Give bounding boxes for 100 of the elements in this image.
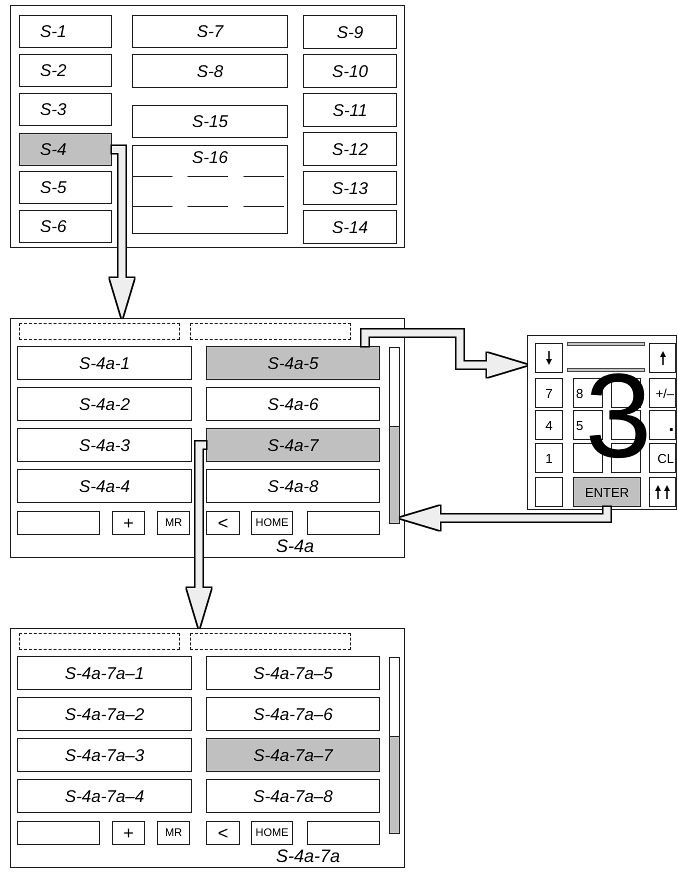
- button-label: MR: [164, 828, 182, 838]
- button-label: S-7: [196, 23, 224, 40]
- button-label: S-9: [336, 24, 364, 40]
- menu-button: [206, 387, 380, 421]
- keypad-key: [535, 477, 563, 507]
- screen-label: S-4a-7a: [276, 847, 340, 865]
- menu-button: [206, 697, 380, 731]
- scrollbar: [389, 347, 400, 524]
- menu-button: [303, 210, 397, 244]
- keypad-key: [535, 343, 563, 373]
- button-label: HOME: [256, 518, 288, 528]
- button-label: S-8: [196, 62, 224, 80]
- button-label: S-4a-6: [267, 396, 319, 412]
- block-arrow: [187, 442, 211, 628]
- keypad-key: [649, 410, 676, 440]
- menu-button: [132, 54, 288, 88]
- screen-panel: [10, 318, 405, 558]
- button-label: S-10: [332, 62, 368, 80]
- button-label: S-4a-7a–1: [64, 664, 144, 682]
- small-button: [112, 821, 145, 845]
- button-label: S-14: [332, 218, 368, 236]
- menu-button: [19, 15, 112, 48]
- menu-button: [206, 346, 380, 380]
- button-label: S-4: [40, 141, 66, 158]
- button-label: +: [123, 514, 134, 532]
- menu-button: [19, 210, 112, 243]
- menu-button: [303, 54, 397, 88]
- button-label: HOME: [256, 828, 288, 838]
- keypad-key: [649, 443, 676, 473]
- button-label: S-4a-3: [78, 436, 130, 454]
- button-label: S-4a-7a–5: [253, 664, 333, 682]
- button-label: MR: [164, 518, 182, 528]
- menu-button: [17, 779, 192, 813]
- keypad-key: [649, 477, 676, 507]
- button-label: S-15: [192, 113, 228, 130]
- button-label: S-4a-5: [267, 354, 319, 372]
- button-label: S-4a-7a–6: [253, 706, 333, 722]
- menu-button: [132, 15, 288, 48]
- dashed-box: [190, 323, 351, 340]
- menu-button: [17, 697, 192, 731]
- button-label: S-4a-4: [78, 478, 130, 494]
- button-label: 4: [545, 418, 553, 432]
- button-label: <: [218, 824, 228, 842]
- menu-button: [206, 428, 380, 462]
- button-label: +: [123, 824, 134, 842]
- button-label: S-4a-7a–7: [253, 746, 333, 764]
- keypad-key: [535, 410, 563, 440]
- button-label: S-1: [40, 23, 66, 40]
- small-button: [206, 821, 240, 845]
- menu-button: [19, 93, 112, 126]
- button-label: 1: [545, 452, 553, 464]
- block-arrow: [110, 146, 134, 318]
- menu-button: [17, 738, 192, 772]
- button-label: S-13: [332, 180, 368, 196]
- menu-button: [19, 133, 112, 166]
- menu-button: [17, 387, 192, 421]
- button-label: 5: [576, 418, 584, 432]
- keypad-key: [649, 378, 676, 408]
- button-label: S-2: [40, 62, 66, 79]
- menu-button: [17, 656, 192, 690]
- small-button: [157, 821, 190, 845]
- small-button: [157, 511, 190, 535]
- button-label: S-16: [192, 149, 228, 169]
- button-label: S-4a-7a–3: [64, 746, 144, 764]
- screen-panel: [10, 5, 405, 248]
- button-label: +/–: [656, 386, 674, 400]
- screen-label: S-4a: [276, 537, 314, 555]
- menu-button: [206, 656, 380, 690]
- keypad-key: [535, 443, 563, 473]
- button-label: 7: [545, 386, 553, 400]
- keypad-key: [535, 378, 563, 408]
- dashed-box: [19, 323, 180, 340]
- button-label: S-4a-7a–2: [64, 706, 144, 722]
- button-label: S-4a-8: [267, 478, 319, 494]
- menu-button: [206, 469, 380, 503]
- menu-button: [303, 93, 397, 127]
- button-label: S-12: [332, 140, 368, 158]
- input-field: [17, 821, 100, 845]
- dashed-box: [190, 633, 351, 650]
- menu-button: [206, 738, 380, 772]
- keypad-key: [649, 343, 676, 373]
- small-button: [206, 511, 240, 535]
- menu-button: [206, 779, 380, 813]
- button-label: 8: [576, 386, 584, 400]
- menu-button: [303, 15, 397, 49]
- dashed-box: [19, 633, 180, 650]
- button-label: S-5: [40, 179, 66, 196]
- block-arrow: [400, 506, 610, 530]
- button-label: S-11: [332, 102, 368, 118]
- menu-button: [17, 346, 192, 380]
- keypad-key: [573, 477, 641, 507]
- input-field: [307, 821, 380, 845]
- button-label: S-3: [40, 101, 66, 118]
- button-label: ENTER: [584, 486, 630, 498]
- button-label: <: [218, 514, 228, 532]
- small-button: [112, 511, 145, 535]
- button-label: CL: [657, 452, 674, 464]
- input-field: [307, 511, 380, 535]
- block-arrow: [362, 330, 527, 377]
- menu-button: [19, 54, 112, 87]
